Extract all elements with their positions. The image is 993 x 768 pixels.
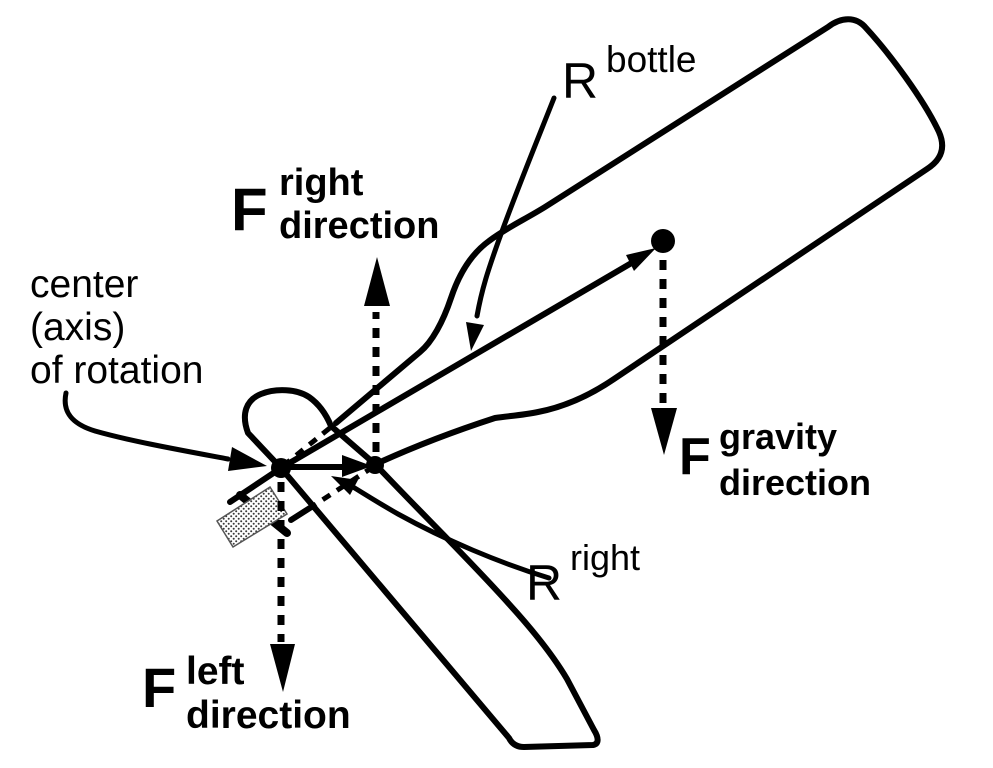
cork-stipple-patch xyxy=(215,485,289,549)
label-f-left-sup1: left xyxy=(186,650,245,693)
label-f-left-superscript: left direction xyxy=(186,650,351,738)
f-left-arrowhead xyxy=(270,644,295,692)
center-of-gravity-dot xyxy=(651,229,675,253)
label-center-line2: (axis) xyxy=(30,306,126,349)
r-right-vector xyxy=(281,455,372,477)
bottle-body-outline xyxy=(333,16,946,467)
label-r-bottle-superscript: bottle xyxy=(606,39,697,80)
r-right-vector-arrowhead xyxy=(342,455,372,477)
bottle-neck-lower-edge xyxy=(288,503,316,523)
r-bottle-vector-arrowhead xyxy=(626,248,656,271)
r-bottle-vector xyxy=(279,248,656,471)
f-gravity-direction-arrow xyxy=(651,260,677,455)
label-center-line3: of rotation xyxy=(30,349,204,392)
label-center-line1: center xyxy=(30,263,139,306)
label-center-axis-of-rotation: center (axis) of rotation xyxy=(30,263,203,392)
f-right-arrowhead xyxy=(364,257,390,306)
bottle-neck-upper-hidden-edge xyxy=(281,421,338,468)
leader-r-bottle-arrowhead xyxy=(466,322,484,351)
leader-center-arrowhead xyxy=(228,447,267,471)
label-r-bottle-symbol: R xyxy=(562,53,599,109)
f-gravity-arrowhead xyxy=(651,408,677,455)
label-f-right-symbol: F xyxy=(231,176,268,243)
label-f-left-symbol: F xyxy=(142,656,177,719)
f-left-direction-arrow xyxy=(270,482,295,692)
leader-r-right xyxy=(331,476,552,581)
f-right-direction-arrow xyxy=(364,257,390,452)
leader-center-of-rotation xyxy=(62,390,267,471)
stick-outline xyxy=(241,387,601,750)
label-f-gravity-sup1: gravity xyxy=(719,416,838,457)
label-f-gravity-sup2: direction xyxy=(719,462,872,503)
right-contact-dot xyxy=(366,456,384,474)
label-f-right-superscript: right direction xyxy=(279,162,439,248)
label-f-left-sup2: direction xyxy=(186,694,351,737)
label-f-right-sup2: direction xyxy=(279,205,440,247)
label-f-right-sup1: right xyxy=(279,162,364,204)
leader-r-bottle xyxy=(466,95,557,351)
label-f-gravity-symbol: F xyxy=(679,428,711,486)
label-f-gravity-superscript: gravity direction xyxy=(719,414,871,506)
label-r-right-symbol: R xyxy=(526,555,563,611)
center-of-rotation-dot xyxy=(271,458,291,478)
leader-r-right-arrowhead xyxy=(331,476,358,495)
label-r-right-superscript: right xyxy=(570,537,641,578)
